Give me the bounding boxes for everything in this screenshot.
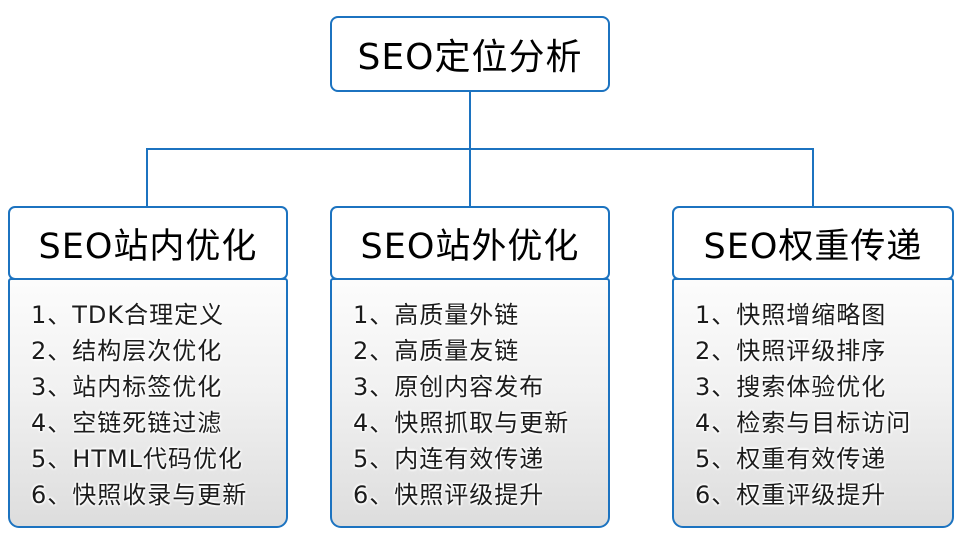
connector-drop-middle xyxy=(469,148,471,208)
list-item: 4、空链死链过滤 xyxy=(31,409,223,437)
column-list: 1、TDK合理定义 2、结构层次优化 3、站内标签优化 4、空链死链过滤 5、H… xyxy=(8,278,288,528)
connector-drop-right xyxy=(812,148,814,208)
branch-offsite-optimization: SEO站外优化 1、高质量外链 2、高质量友链 3、原创内容发布 4、快照抓取与… xyxy=(330,206,610,528)
list-item: 5、内连有效传递 xyxy=(353,445,545,473)
list-item: 6、快照收录与更新 xyxy=(31,481,248,509)
list-item: 5、权重有效传递 xyxy=(695,445,887,473)
list-item: 2、快照评级排序 xyxy=(695,337,887,365)
column-header: SEO站外优化 xyxy=(330,206,610,280)
list-item: 3、站内标签优化 xyxy=(31,373,223,401)
connector-drop-left xyxy=(146,148,148,208)
root-node: SEO定位分析 xyxy=(330,16,610,92)
list-item: 4、检索与目标访问 xyxy=(695,409,912,437)
list-item: 4、快照抓取与更新 xyxy=(353,409,570,437)
column-header-label: SEO站内优化 xyxy=(38,226,258,267)
root-node-label: SEO定位分析 xyxy=(357,37,583,78)
list-item: 6、快照评级提升 xyxy=(353,481,545,509)
column-list: 1、高质量外链 2、高质量友链 3、原创内容发布 4、快照抓取与更新 5、内连有… xyxy=(330,278,610,528)
list-item: 6、权重评级提升 xyxy=(695,481,887,509)
branch-weight-transfer: SEO权重传递 1、快照增缩略图 2、快照评级排序 3、搜索体验优化 4、检索与… xyxy=(672,206,954,528)
column-list: 1、快照增缩略图 2、快照评级排序 3、搜索体验优化 4、检索与目标访问 5、权… xyxy=(672,278,954,528)
list-item: 2、高质量友链 xyxy=(353,337,520,365)
list-item: 1、TDK合理定义 xyxy=(31,301,225,329)
connector-stem xyxy=(469,92,471,150)
list-item: 5、HTML代码优化 xyxy=(31,445,244,473)
list-item: 3、原创内容发布 xyxy=(353,373,545,401)
branch-onsite-optimization: SEO站内优化 1、TDK合理定义 2、结构层次优化 3、站内标签优化 4、空链… xyxy=(8,206,288,528)
list-item: 1、高质量外链 xyxy=(353,301,520,329)
column-header-label: SEO站外优化 xyxy=(360,226,580,267)
list-item: 3、搜索体验优化 xyxy=(695,373,887,401)
column-header-label: SEO权重传递 xyxy=(703,226,923,267)
list-item: 1、快照增缩略图 xyxy=(695,301,887,329)
column-header: SEO站内优化 xyxy=(8,206,288,280)
connector-horizontal-bar xyxy=(146,148,814,150)
column-header: SEO权重传递 xyxy=(672,206,954,280)
list-item: 2、结构层次优化 xyxy=(31,337,223,365)
